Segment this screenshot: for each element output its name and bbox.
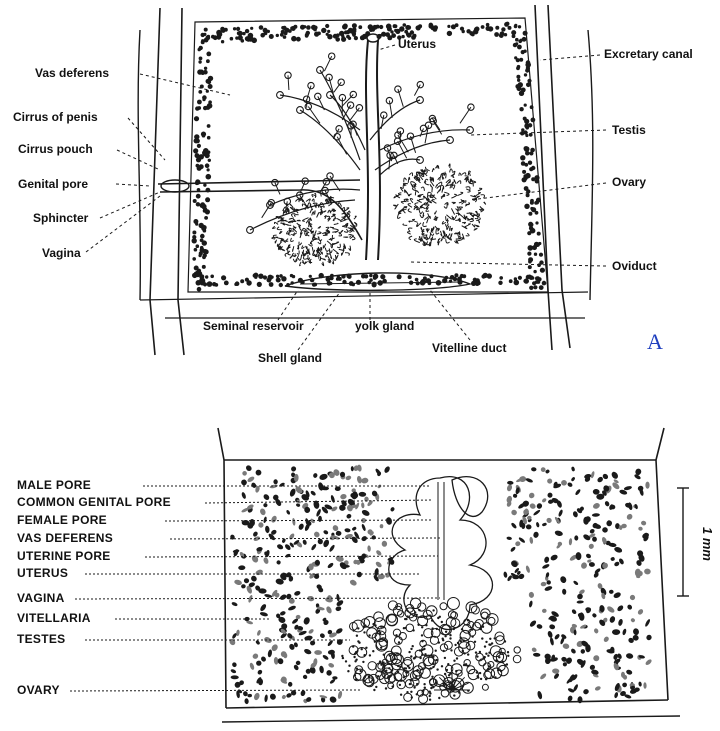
label-oviduct: Oviduct bbox=[612, 259, 657, 273]
label-ovary: Ovary bbox=[612, 175, 646, 189]
label-vas-deferens-b: VAS DEFERENS bbox=[17, 531, 113, 545]
label-vitelline-duct: Vitelline duct bbox=[432, 341, 506, 355]
label-vitellaria: VITELLARIA bbox=[17, 611, 91, 625]
vitellaria-dots-b bbox=[228, 464, 652, 704]
uterus-a bbox=[366, 34, 380, 260]
label-vas-deferens: Vas deferens bbox=[35, 66, 109, 80]
label-testis: Testis bbox=[612, 123, 646, 137]
label-yolk-gland: yolk gland bbox=[355, 319, 414, 333]
label-ovary-b: OVARY bbox=[17, 683, 60, 697]
label-male-pore: MALE PORE bbox=[17, 478, 91, 492]
scale-bar: 1 mm bbox=[677, 488, 715, 596]
label-excretory-canal: Excretary canal bbox=[604, 47, 693, 61]
label-uterine-pore: UTERINE PORE bbox=[17, 549, 111, 563]
vitelline-dots-a bbox=[192, 22, 547, 292]
label-genital-pore: Genital pore bbox=[18, 177, 88, 191]
label-testes: TESTES bbox=[17, 632, 65, 646]
label-shell-gland: Shell gland bbox=[258, 351, 322, 365]
testes-ovary-mass-b bbox=[341, 598, 521, 704]
leader-lines-b bbox=[70, 486, 440, 691]
label-uterus: Uterus bbox=[398, 37, 436, 51]
label-sphincter: Sphincter bbox=[33, 211, 89, 225]
panel-a: Uterus Excretary canal Vas deferens Cirr… bbox=[13, 5, 693, 365]
label-vagina: Vagina bbox=[42, 246, 81, 260]
scale-bar-label: 1 mm bbox=[700, 527, 715, 561]
label-vagina-b: VAGINA bbox=[17, 591, 65, 605]
label-female-pore: FEMALE PORE bbox=[17, 513, 107, 527]
label-seminal-reservoir: Seminal reservoir bbox=[203, 319, 304, 333]
label-cirrus-of-penis: Cirrus of penis bbox=[13, 110, 98, 124]
label-common-genital-pore: COMMON GENITAL PORE bbox=[17, 495, 171, 509]
label-cirrus-pouch: Cirrus pouch bbox=[18, 142, 93, 156]
panel-b: 1 mm MALE PORE COMMON GENITAL PORE FEMAL… bbox=[17, 428, 715, 722]
panel-letter-a: A bbox=[647, 329, 663, 354]
testis-follicles-a bbox=[247, 53, 474, 233]
label-uterus-b: UTERUS bbox=[17, 566, 68, 580]
leader-lines-a bbox=[86, 45, 606, 350]
